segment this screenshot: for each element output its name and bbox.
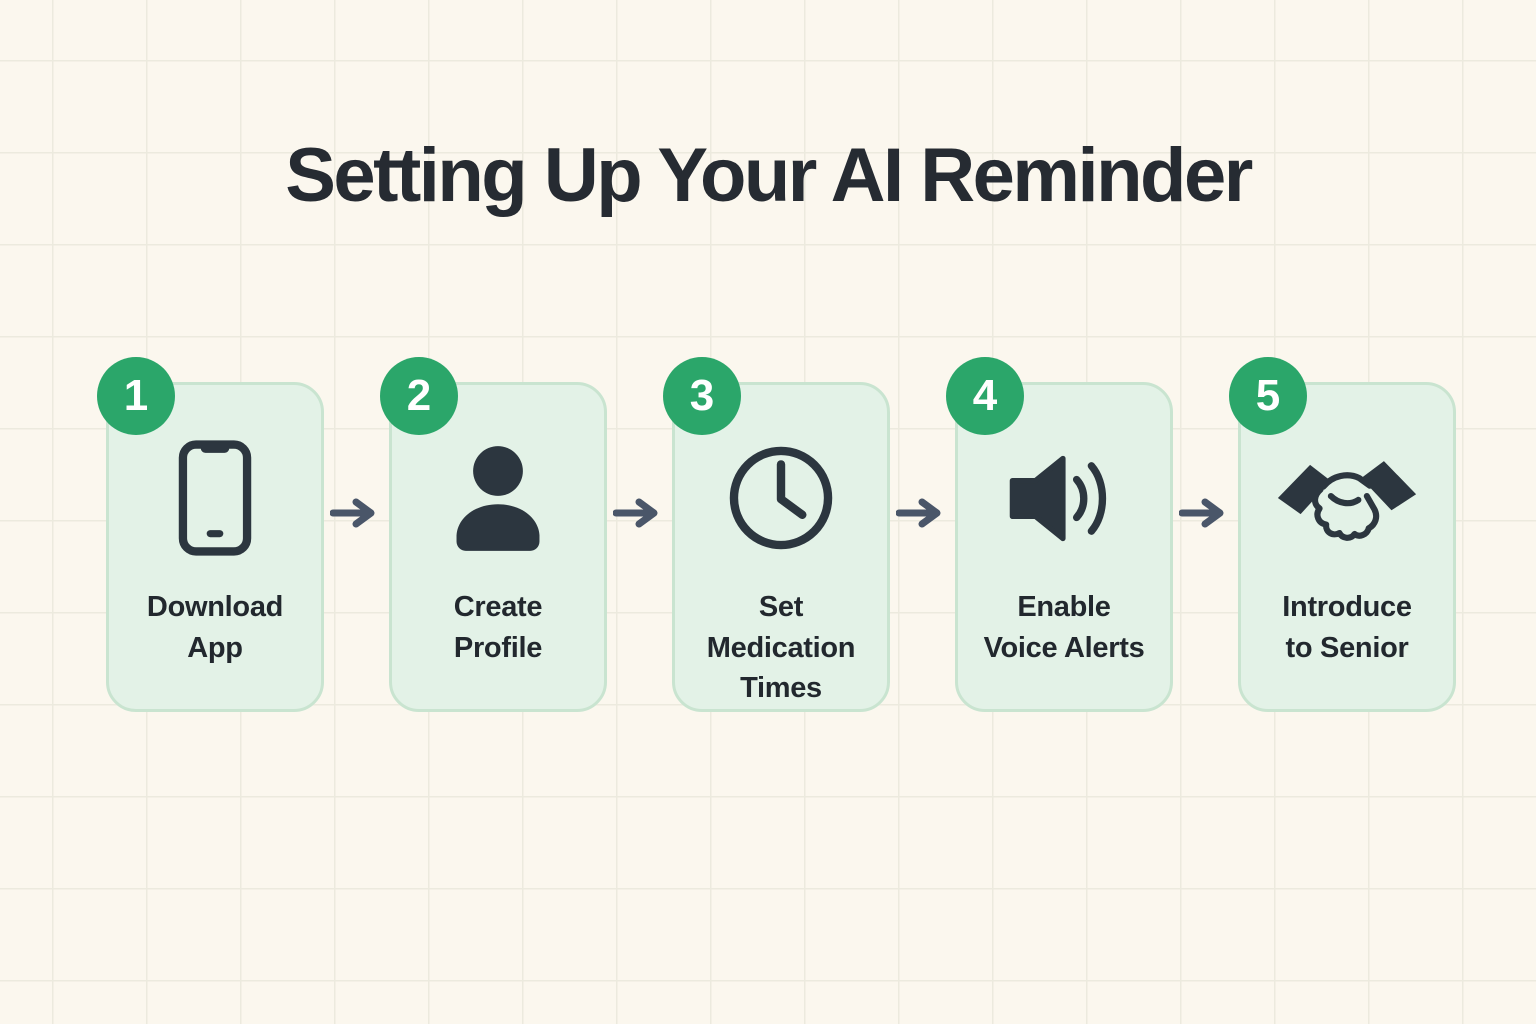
step-card-introduce-to-senior: 5 Introduce to Senior bbox=[1229, 357, 1456, 712]
handshake-icon bbox=[1276, 433, 1418, 563]
step-number-badge: 1 bbox=[97, 357, 175, 435]
steps-row: 1 Download App 2 bbox=[97, 357, 1456, 712]
page-title: Setting Up Your AI Reminder bbox=[285, 133, 1253, 218]
step-number-badge: 5 bbox=[1229, 357, 1307, 435]
step-number-badge: 2 bbox=[380, 357, 458, 435]
speaker-icon bbox=[1005, 433, 1123, 563]
step-card-set-medication-times: 3 Set Medication Times bbox=[663, 357, 890, 712]
step-card-create-profile: 2 Create Profile bbox=[380, 357, 607, 712]
step-label: Set Medication Times bbox=[706, 591, 856, 705]
person-icon bbox=[446, 433, 550, 563]
step-label: Enable Voice Alerts bbox=[983, 591, 1145, 664]
step-label: Download App bbox=[146, 591, 284, 664]
smartphone-icon bbox=[177, 433, 253, 563]
step-label: Create Profile bbox=[453, 591, 543, 664]
step-number-badge: 3 bbox=[663, 357, 741, 435]
arrow-right-icon bbox=[1178, 498, 1223, 528]
clock-icon bbox=[725, 433, 837, 563]
step-card-download-app: 1 Download App bbox=[97, 357, 324, 712]
arrow-right-icon bbox=[329, 498, 374, 528]
step-label: Introduce to Senior bbox=[1282, 591, 1412, 664]
step-number-badge: 4 bbox=[946, 357, 1024, 435]
arrow-right-icon bbox=[612, 498, 657, 528]
step-card-enable-voice-alerts: 4 Enable Voice Alerts bbox=[946, 357, 1173, 712]
arrow-right-icon bbox=[895, 498, 940, 528]
